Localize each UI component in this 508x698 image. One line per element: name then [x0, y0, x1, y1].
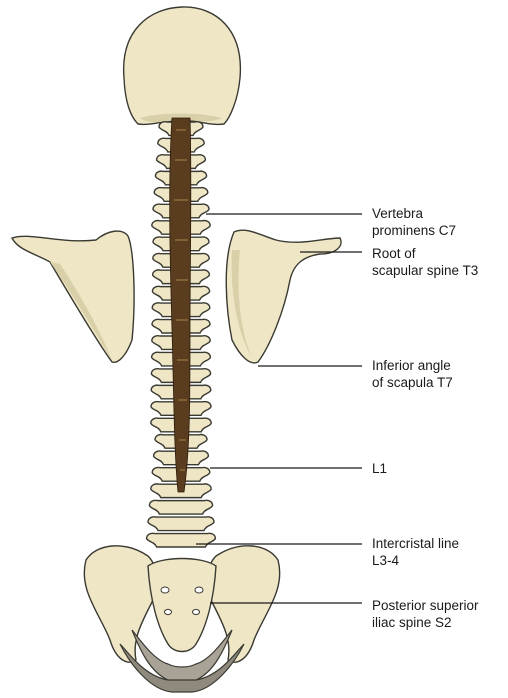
label-l1: L1: [372, 460, 387, 477]
label-intercristal-line-l3-4: Intercristal line L3-4: [372, 535, 459, 569]
vertebra: [148, 517, 214, 531]
vertebra: [147, 533, 216, 547]
label-root-of-scapular-spine-t3: Root of scapular spine T3: [372, 245, 478, 279]
pelvis: [84, 546, 279, 692]
right-scapula: [226, 230, 341, 363]
label-inferior-angle-of-scapula-t7: Inferior angle of scapula T7: [372, 357, 453, 391]
label-vertebra-prominens-c7: Vertebra prominens C7: [372, 205, 456, 239]
vertebra: [149, 500, 212, 514]
skull: [124, 7, 241, 124]
label-posterior-superior-iliac-spine-s2: Posterior superior iliac spine S2: [372, 597, 479, 631]
left-scapula: [12, 231, 134, 362]
